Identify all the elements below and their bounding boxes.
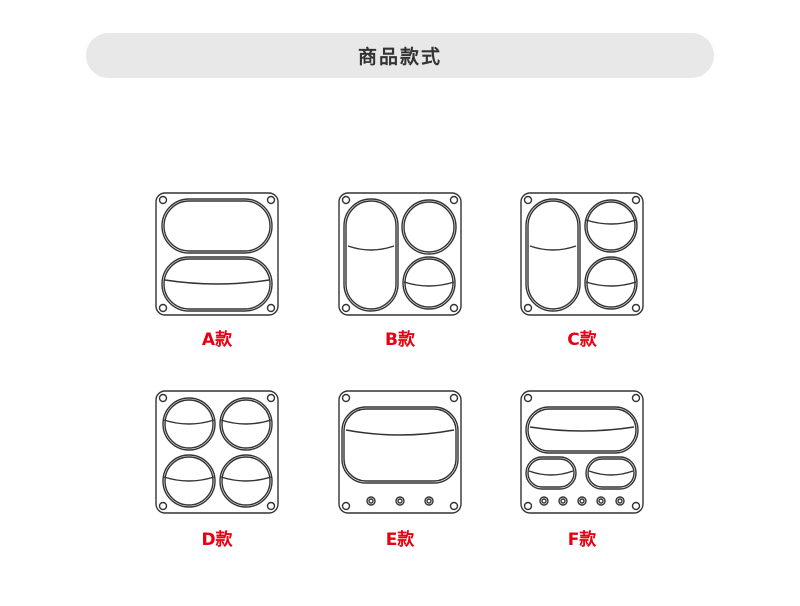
variant-f-label[interactable]: F款: [567, 530, 597, 550]
variant-b-label[interactable]: B款: [385, 330, 415, 350]
variant-a-label[interactable]: A款: [201, 330, 233, 350]
variant-d-label[interactable]: D款: [201, 530, 233, 550]
variant-f-drawing: [520, 390, 644, 514]
variant-d-drawing: [155, 390, 279, 514]
header-bar: 商品款式: [86, 33, 714, 78]
page-title: 商品款式: [357, 46, 442, 68]
variant-e-label[interactable]: E款: [385, 530, 415, 550]
variant-f-image[interactable]: [520, 390, 644, 514]
variant-b-image[interactable]: [338, 192, 462, 316]
variant-c-image[interactable]: [520, 192, 644, 316]
variant-c-label[interactable]: C款: [567, 330, 597, 350]
variant-c-drawing: [520, 192, 644, 316]
variant-b-drawing: [338, 192, 462, 316]
variant-e-image[interactable]: [338, 390, 462, 514]
variant-a-drawing: [155, 192, 279, 316]
variant-e-drawing: [338, 390, 462, 514]
variant-a-image[interactable]: [155, 192, 279, 316]
variant-d-image[interactable]: [155, 390, 279, 514]
